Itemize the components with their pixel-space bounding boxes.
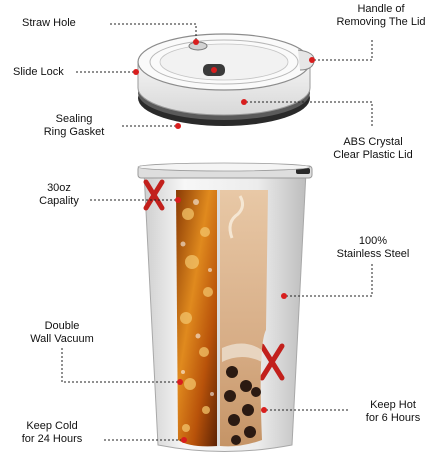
label-handle: Handle of Removing The Lid <box>336 3 426 28</box>
label-abs-lid: ABS Crystal Clear Plastic Lid <box>333 136 413 161</box>
lid <box>137 33 315 126</box>
label-capacity: 30oz Capality <box>39 182 79 207</box>
leader-lines <box>61 23 373 441</box>
tumbler-body <box>137 162 313 452</box>
label-straw-hole: Straw Hole <box>22 17 76 29</box>
label-slide-lock: Slide Lock <box>13 66 64 78</box>
label-sealing-ring: Sealing Ring Gasket <box>43 113 105 138</box>
markers <box>133 39 315 443</box>
milk-tea-cutaway <box>220 190 268 447</box>
label-keep-hot: Keep Hot for 6 Hours <box>365 399 421 424</box>
label-double-wall: Double Wall Vacuum <box>30 320 94 345</box>
label-stainless-steel: 100% Stainless Steel <box>336 235 410 260</box>
label-keep-cold: Keep Cold for 24 Hours <box>21 420 83 445</box>
